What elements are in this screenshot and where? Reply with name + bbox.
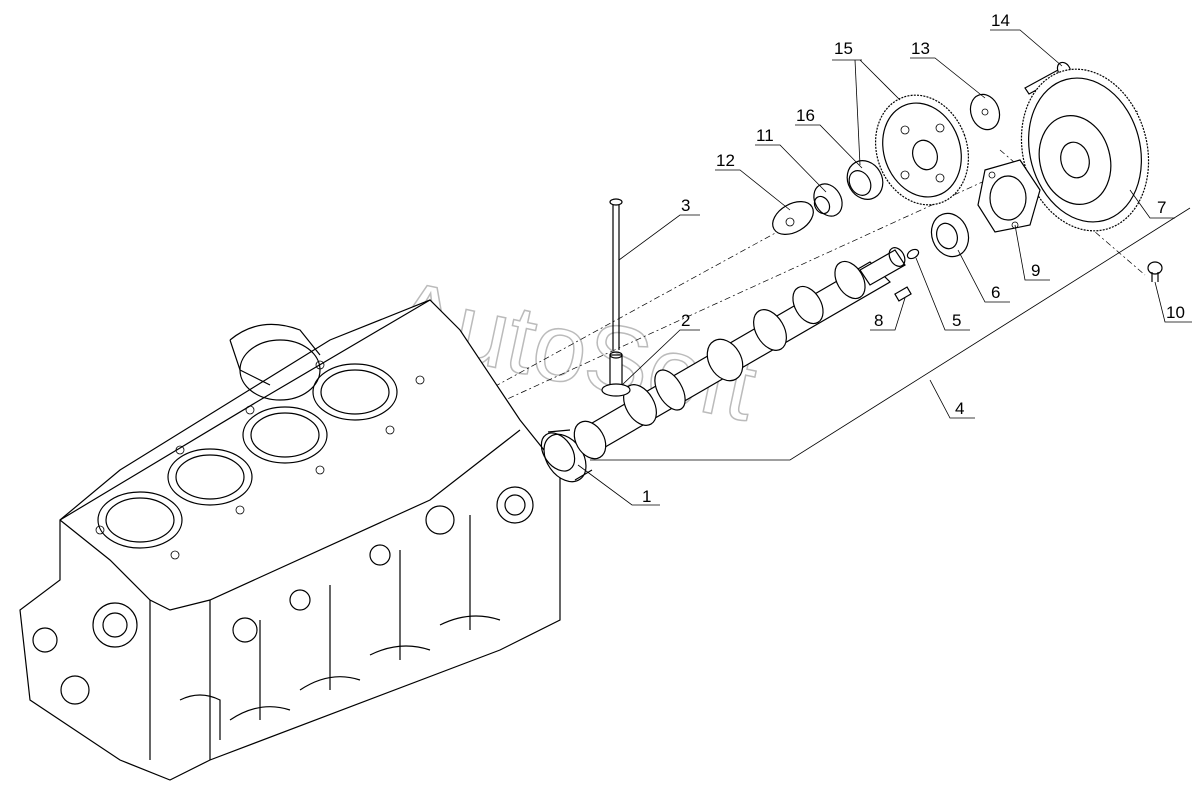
callout-10: 10 bbox=[1166, 303, 1185, 322]
callout-1: 1 bbox=[642, 487, 651, 506]
callout-6: 6 bbox=[991, 283, 1000, 302]
part-8-key bbox=[894, 286, 912, 302]
callout-7: 7 bbox=[1157, 198, 1166, 217]
part-15-idler-gear bbox=[874, 94, 970, 206]
callout-11: 11 bbox=[756, 126, 774, 145]
part-4-camshaft bbox=[573, 247, 906, 460]
callout-4: 4 bbox=[955, 399, 964, 418]
callout-3: 3 bbox=[681, 196, 690, 215]
part-12-thrust-plate bbox=[772, 201, 814, 235]
part-10-screw bbox=[1147, 261, 1163, 282]
part-5-pin bbox=[906, 248, 920, 260]
leader-lines bbox=[577, 29, 1192, 506]
callout-15: 15 bbox=[834, 39, 853, 58]
callout-8: 8 bbox=[874, 311, 883, 330]
callout-5: 5 bbox=[952, 311, 961, 330]
callout-14: 14 bbox=[991, 11, 1010, 30]
part-2-tappet bbox=[601, 351, 631, 397]
part-13-washer bbox=[969, 93, 1001, 131]
engine-block bbox=[19, 299, 561, 781]
part-1-bushing bbox=[540, 429, 593, 483]
callout-13: 13 bbox=[911, 39, 930, 58]
part-9-cover-plate bbox=[977, 159, 1041, 233]
part-6-oil-seal bbox=[930, 212, 970, 258]
part-7-cam-gear bbox=[1020, 68, 1150, 232]
callout-16: 16 bbox=[796, 106, 815, 125]
part-3-pushrod bbox=[609, 198, 623, 350]
callout-2: 2 bbox=[681, 311, 690, 330]
part-11-spacer bbox=[813, 183, 843, 217]
part-16-bearing bbox=[846, 160, 884, 200]
callout-9: 9 bbox=[1031, 261, 1040, 280]
callout-labels: 1 2 3 4 5 6 7 8 9 10 11 12 13 14 15 16 bbox=[642, 11, 1185, 506]
callout-12: 12 bbox=[716, 151, 735, 170]
